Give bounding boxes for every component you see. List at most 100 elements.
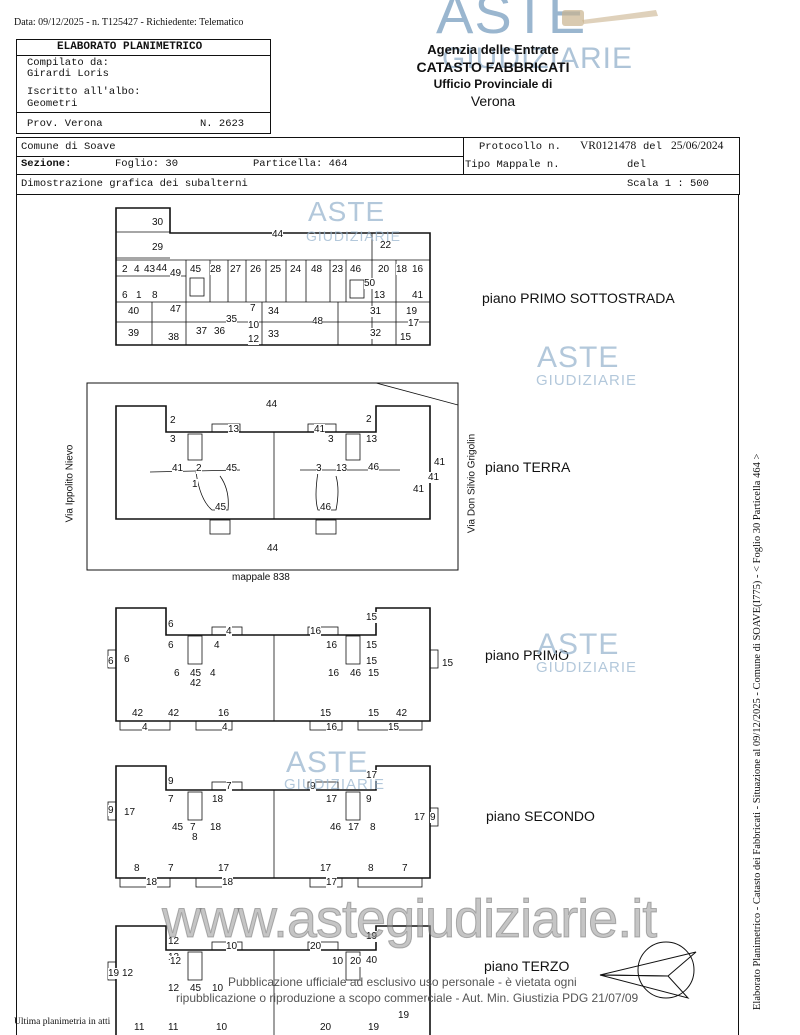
watermark-url: www.astegiudiziarie.it (161, 889, 657, 950)
subalterno-label: 41 (314, 424, 326, 435)
plan-terra (86, 382, 459, 571)
subalterno-label: 8 (134, 863, 140, 874)
tipo-mappale-label: Tipo Mappale n. (465, 159, 560, 171)
subalterno-label: 7 (168, 863, 174, 874)
subalterno-label: 9 (430, 812, 436, 823)
subalterno-label: 32 (370, 328, 382, 339)
subalterno-label: 15 (366, 640, 378, 651)
ufficio-city: Verona (470, 93, 516, 109)
subalterno-label: 17 (414, 812, 426, 823)
subalterno-label: 46 (350, 264, 362, 275)
subalterno-label: 12 (122, 968, 134, 979)
subalterno-label: 35 (226, 314, 238, 325)
gavel-icon (562, 10, 658, 26)
subalterno-label: 46 (320, 502, 332, 513)
subalterno-label: 7 (402, 863, 408, 874)
street-right: Via Don Silvio Grigolin (466, 433, 478, 534)
subalterno-label: 10 (226, 941, 238, 952)
subalterno-label: 20 (310, 941, 322, 952)
subalterno-label: 15 (320, 708, 332, 719)
subalterno-label: 2 (170, 415, 176, 426)
subalterno-label: 15 (366, 656, 378, 667)
subalterno-label: 4 (210, 668, 216, 679)
subalterno-label: 36 (214, 326, 226, 337)
watermark-giudiziarie-4: GIUDIZIARIE (284, 776, 386, 793)
particella: Particella: 464 (253, 158, 348, 170)
del-label: del (643, 141, 662, 153)
subalterno-label: 17 (348, 822, 360, 833)
subalterno-label: 20 (320, 1022, 332, 1033)
subalterno-label: 16 (326, 722, 338, 733)
subalterno-label: 18 (212, 794, 224, 805)
plan-terzo (107, 925, 431, 1035)
subalterno-label: 15 (366, 612, 378, 623)
ufficio-label: Ufficio Provinciale di (433, 77, 553, 91)
floor-label-secondo: piano SECONDO (486, 808, 595, 824)
subalterno-label: 48 (311, 264, 323, 275)
watermark-giudiziarie-3: GIUDIZIARIE (536, 659, 638, 676)
subalterno-label: 7 (168, 794, 174, 805)
subalterno-label: 6 (124, 654, 130, 665)
subalterno-label: 39 (128, 328, 140, 339)
watermark-giudiziarie-2: GIUDIZIARIE (536, 372, 638, 389)
subalterno-label: 40 (128, 306, 140, 317)
foglio: Foglio: 30 (115, 158, 179, 170)
subalterno-label: 46 (350, 668, 362, 679)
protocollo-value: VR0121478 (580, 140, 637, 152)
subalterno-label: 41 (172, 463, 184, 474)
subalterno-label: 16 (412, 264, 424, 275)
subalterno-label: 10 (248, 320, 260, 331)
subalterno-label: 4 (142, 722, 148, 733)
subalterno-label: 42 (190, 678, 202, 689)
subalterno-label: 41 (412, 290, 424, 301)
subalterno-label: 12 (168, 936, 180, 947)
subalterno-label: 15 (368, 668, 380, 679)
comune: Comune di Soave (21, 141, 116, 153)
subalterno-label: 15 (442, 658, 454, 669)
subalterno-label: 3 (316, 463, 322, 474)
subalterno-label: 4 (226, 626, 232, 637)
north-arrow-icon (599, 941, 697, 999)
subalterno-label: 6 (174, 668, 180, 679)
watermark-aste-header: ASTE (436, 0, 587, 45)
subalterno-label: 42 (168, 708, 180, 719)
subalterno-label: 18 (146, 877, 158, 888)
subalterno-label: 2 (366, 414, 372, 425)
subalterno-label: 3 (170, 434, 176, 445)
subalterno-label: 49 (170, 268, 182, 279)
watermark-notice-1: Pubblicazione ufficiale ad esclusivo uso… (228, 975, 577, 989)
subalterno-label: 6 (168, 640, 174, 651)
request-info: Data: 09/12/2025 - n. T125427 - Richiede… (14, 17, 244, 28)
subalterno-label: 45 (190, 668, 202, 679)
subalterno-label: 23 (332, 264, 344, 275)
subalterno-label: 4 (222, 722, 228, 733)
protocollo-label: Protocollo n. (479, 141, 561, 153)
subalterno-label: 42 (132, 708, 144, 719)
subalterno-label: 15 (368, 708, 380, 719)
subalterno-label: 4 (214, 640, 220, 651)
ultima-planimetria: Ultima planimetria in atti (14, 1017, 111, 1027)
subalterno-label: 18 (210, 822, 222, 833)
compilato-label: Compilato da: (27, 57, 109, 69)
subalterno-label: 16 (310, 626, 322, 637)
compiler-box: ELABORATO PLANIMETRICO Compilato da: Gir… (16, 39, 271, 134)
subalterno-label: 13 (336, 463, 348, 474)
subalterno-label: 13 (374, 290, 386, 301)
subalterno-label: 31 (370, 306, 382, 317)
subalterno-label: 27 (230, 264, 242, 275)
subalterno-label: 19 (108, 968, 120, 979)
subalterno-label: 43 (144, 264, 156, 275)
subalterno-label: 19 (368, 1022, 380, 1033)
subalterno-label: 10 (216, 1022, 228, 1033)
agency-name: Agenzia delle Entrate (427, 42, 559, 57)
subalterno-label: 19 (398, 1010, 410, 1021)
subalterno-label: 8 (152, 290, 158, 301)
dimostrazione-label: Dimostrazione grafica dei subalterni (21, 178, 248, 190)
subalterno-label: 26 (250, 264, 262, 275)
subalterno-label: 7 (250, 303, 256, 314)
protocollo-date: 25/06/2024 (671, 140, 724, 152)
elaborato-title: ELABORATO PLANIMETRICO (57, 41, 203, 53)
subalterno-label: 34 (268, 306, 280, 317)
plan-sottostrada (115, 207, 431, 346)
